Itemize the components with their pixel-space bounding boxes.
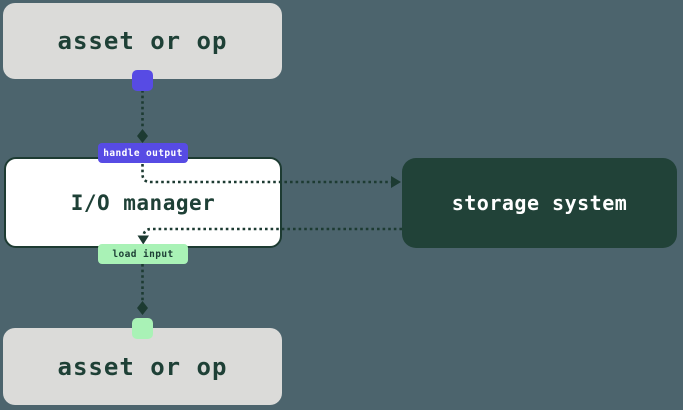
diamond-arrowhead-top bbox=[137, 129, 148, 143]
badge-handle-output: handle output bbox=[98, 143, 188, 163]
badge-load-input: load input bbox=[98, 244, 188, 264]
node-storage-system: storage system bbox=[402, 158, 677, 248]
badge-handle-output-label: handle output bbox=[103, 147, 183, 159]
node-asset-or-op-bottom: asset or op bbox=[3, 328, 282, 405]
output-port-square bbox=[132, 70, 153, 91]
triangle-right-arrowhead bbox=[391, 176, 401, 188]
node-asset-or-op-bottom-label: asset or op bbox=[57, 352, 228, 381]
diamond-arrowhead-bottom bbox=[137, 301, 148, 315]
node-asset-or-op-top: asset or op bbox=[3, 3, 282, 79]
input-port-square bbox=[132, 318, 153, 339]
node-asset-or-op-top-label: asset or op bbox=[57, 27, 228, 55]
node-storage-system-label: storage system bbox=[451, 191, 628, 215]
node-io-manager: I/O manager bbox=[4, 157, 282, 248]
node-io-manager-label: I/O manager bbox=[70, 190, 216, 215]
badge-load-input-label: load input bbox=[112, 248, 174, 260]
